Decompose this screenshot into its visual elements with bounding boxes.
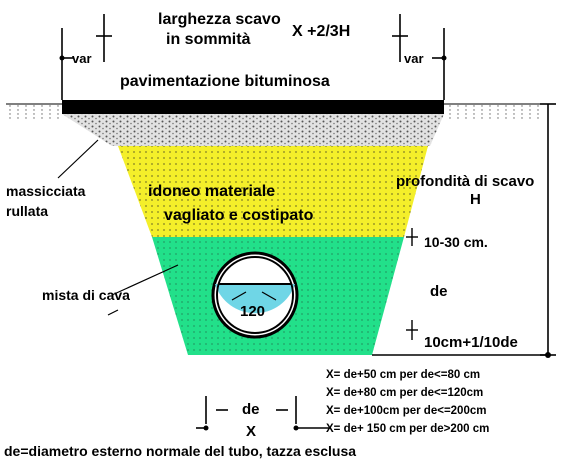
rule-1: X= de+50 cm per de<=80 cm	[326, 369, 480, 381]
dim-mark-left	[59, 55, 65, 61]
depth-line1: profondità di scavo	[396, 173, 534, 190]
footnote: de=diametro esterno normale del tubo, ta…	[4, 443, 356, 459]
quarry-mix-label: mista di cava	[42, 287, 130, 303]
var-right-label: var	[404, 51, 424, 66]
macadam-layer	[62, 114, 444, 146]
layer-dimension	[372, 228, 548, 356]
var-left-label: var	[72, 51, 92, 66]
ground-right	[444, 104, 544, 120]
top-width-line2: in sommità	[166, 31, 251, 48]
bottom-mark-left	[203, 425, 209, 431]
bottom-dimension	[196, 396, 330, 429]
rule-3: X= de+100cm per de<=200cm	[326, 405, 486, 417]
macadam-line2: rullata	[6, 203, 48, 219]
fill-material-line1: idoneo materiale	[148, 183, 275, 200]
x-bottom-label: X	[246, 423, 256, 440]
top-formula: X +2/3H	[292, 23, 350, 40]
cover-range-label: 10-30 cm.	[424, 234, 488, 250]
macadam-line1: massicciata	[6, 183, 86, 199]
leader-lines	[57, 139, 179, 316]
pavement-layer	[62, 100, 444, 114]
rule-4: X= de+ 150 cm per de>200 cm	[326, 423, 489, 435]
de-bottom-label: de	[242, 401, 260, 418]
top-width-line1: larghezza scavo	[158, 11, 281, 28]
depth-dimension	[540, 103, 556, 356]
bottom-mark-right	[293, 425, 299, 431]
bedding-label: 10cm+1/10de	[424, 334, 518, 351]
pipe-value: 120	[240, 303, 265, 320]
de-right-label: de	[430, 283, 448, 300]
fill-material-dots	[118, 146, 428, 237]
dim-mark-right	[441, 55, 447, 61]
rule-2: X= de+80 cm per de<=120cm	[326, 387, 483, 399]
pipe	[211, 251, 299, 339]
fill-material-line2: vagliato e costipato	[164, 207, 314, 224]
top-width-dimension	[61, 14, 445, 100]
ground-left	[6, 104, 62, 120]
depth-line2: H	[470, 191, 481, 208]
pavement-label: pavimentazione bituminosa	[120, 73, 330, 90]
